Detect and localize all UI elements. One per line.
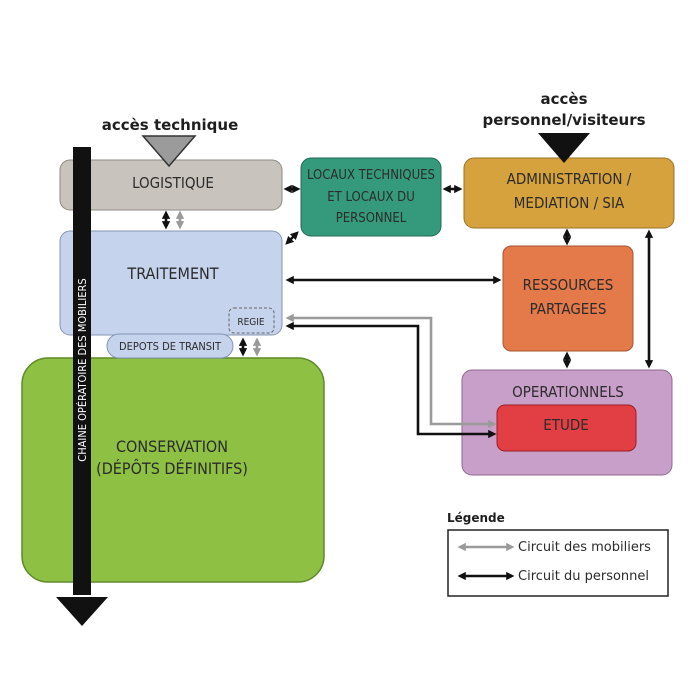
locaux-label-line1: LOCAUX TECHNIQUES (307, 168, 435, 183)
regie-box (228, 307, 275, 334)
admin-label-line1: ADMINISTRATION / (507, 170, 632, 188)
etude-box (496, 404, 637, 452)
arrow-traitement-locaux (285, 231, 299, 245)
technical-access-triangle-icon (141, 135, 197, 168)
regie-label: REGIE (237, 317, 265, 328)
logistique-label: LOGISTIQUE (132, 174, 214, 192)
chain-arrow-shaft (73, 147, 91, 595)
admin-label-line2: MEDIATION / SIA (514, 194, 625, 212)
locaux-label-line3: PERSONNEL (336, 211, 407, 226)
staff-access-label-line2: personnel/visiteurs (482, 111, 645, 129)
etude-label: ETUDE (543, 416, 589, 434)
ressources-label-line1: RESSOURCES (523, 276, 614, 294)
legend-box (447, 529, 669, 597)
ressources-box (502, 245, 634, 352)
traitement-label: TRAITEMENT (126, 264, 218, 283)
legend-mobiliers-label: Circuit des mobiliers (518, 540, 651, 555)
conservation-label-line1: CONSERVATION (116, 437, 228, 456)
staff-access-label-line1: accès (540, 90, 587, 108)
conservation-label-line2: (DÉPÔTS DÉFINITIFS) (96, 459, 248, 478)
chain-arrow-head-icon (56, 597, 108, 626)
arrow-regie-etude-mobiliers (285, 313, 497, 429)
legend-title: Légende (447, 511, 505, 525)
depots-transit-label: DEPOTS DE TRANSIT (119, 340, 222, 353)
locaux-box (300, 157, 442, 237)
depots-transit-box (106, 333, 234, 359)
operationnels-label: OPERATIONNELS (512, 383, 624, 401)
admin-box (463, 157, 675, 229)
legend-personnel-label: Circuit du personnel (518, 569, 649, 584)
locaux-label-line2: ET LOCAUX DU (327, 190, 415, 205)
technical-access-label: accès technique (102, 116, 239, 134)
ressources-label-line2: PARTAGEES (530, 300, 607, 318)
chain-label: CHAINE OPÉRATOIRE DES MOBILIERS (76, 278, 89, 461)
staff-access-triangle-icon (538, 133, 590, 163)
